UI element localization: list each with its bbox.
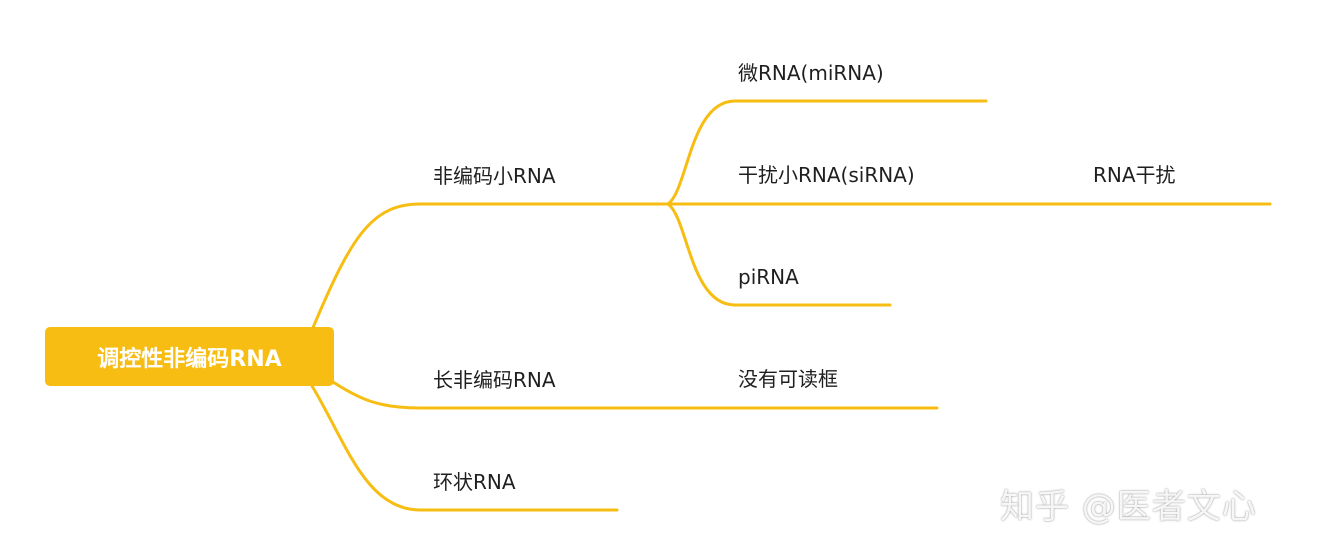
edge-root-circrna (310, 384, 619, 512)
root-node[interactable]: 调控性非编码RNA (45, 327, 334, 386)
node-rna-interference[interactable]: RNA干扰 (1093, 163, 1176, 187)
node-long-noncoding-rna[interactable]: 长非编码RNA (433, 368, 556, 392)
edge-ncsrna-pirna (666, 202, 892, 307)
node-noncoding-small-rna[interactable]: 非编码小RNA (433, 164, 556, 188)
node-pirna[interactable]: piRNA (738, 265, 799, 289)
edge-ncsrna-mirna (666, 99, 988, 206)
node-mirna[interactable]: 微RNA(miRNA) (738, 61, 884, 85)
node-no-orf[interactable]: 没有可读框 (738, 367, 838, 391)
edge-root-lncrna (328, 378, 702, 410)
watermark: 知乎 @医者文心 (1000, 487, 1257, 527)
edge-root-ncsrna (310, 202, 670, 332)
node-circular-rna[interactable]: 环状RNA (433, 470, 516, 494)
node-sirna[interactable]: 干扰小RNA(siRNA) (738, 163, 915, 187)
